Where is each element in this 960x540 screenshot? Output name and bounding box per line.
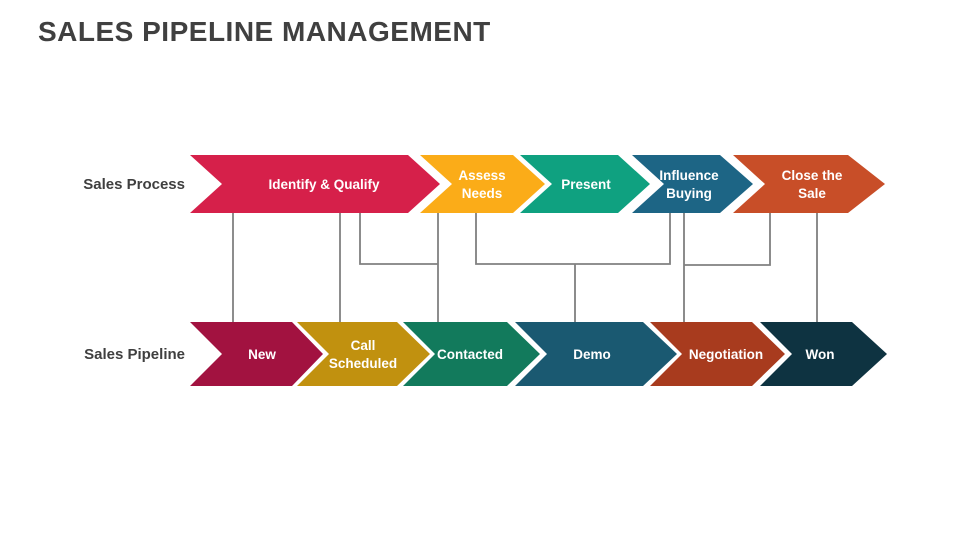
connector-elbow xyxy=(475,213,671,265)
pipeline-stage-arrow-won xyxy=(760,322,887,386)
sales-process-row: Identify & Qualify Assess Needs Present … xyxy=(190,155,885,213)
sales-process-row-label: Sales Process xyxy=(83,176,185,193)
pipeline-stage-label: Scheduled xyxy=(329,356,397,371)
process-stage-label: Close the xyxy=(782,168,843,183)
process-stage-label: Assess xyxy=(458,168,505,183)
process-stage-arrow-influence-buying xyxy=(632,155,753,213)
process-stage-label: Buying xyxy=(666,186,712,201)
pipeline-stage-label: New xyxy=(248,347,276,362)
process-stage-arrow-identify-qualify xyxy=(190,155,440,213)
process-stage-label: Influence xyxy=(659,168,719,183)
pipeline-stage-arrow-new xyxy=(190,322,323,386)
pipeline-stage-arrow-demo xyxy=(515,322,677,386)
pipeline-stage-arrow-negotiation xyxy=(650,322,785,386)
pipeline-stage-arrow-call-scheduled xyxy=(297,322,430,386)
pipeline-stage-label: Contacted xyxy=(437,347,503,362)
connector-elbow xyxy=(684,213,771,266)
process-stage-label: Sale xyxy=(798,186,826,201)
process-stage-label: Identify & Qualify xyxy=(268,177,380,192)
sales-pipeline-row-label: Sales Pipeline xyxy=(84,346,185,363)
pipeline-stage-arrow-contacted xyxy=(403,322,540,386)
process-stage-arrow-assess-needs xyxy=(420,155,545,213)
process-stage-label: Needs xyxy=(462,186,503,201)
process-stage-label: Present xyxy=(561,177,611,192)
pipeline-stage-label: Demo xyxy=(573,347,611,362)
page-title: SALES PIPELINE MANAGEMENT xyxy=(38,16,491,47)
pipeline-stage-label: Won xyxy=(806,347,835,362)
connector-elbow xyxy=(359,213,438,265)
pipeline-stage-label: Negotiation xyxy=(689,347,763,362)
connector-lines xyxy=(232,213,818,322)
sales-pipeline-row: New Call Scheduled Contacted Demo Negoti… xyxy=(190,322,887,386)
process-stage-arrow-close-the-sale xyxy=(733,155,885,213)
pipeline-stage-label: Call xyxy=(351,338,376,353)
process-stage-arrow-present xyxy=(520,155,650,213)
